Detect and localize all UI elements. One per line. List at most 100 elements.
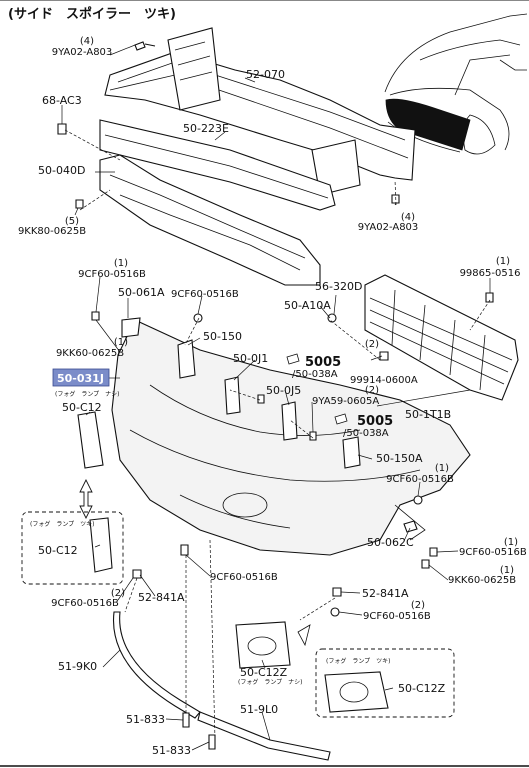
callout-qty: (1) [500, 565, 514, 576]
callout-header: (フォグ ランプ ツキ) [326, 657, 391, 665]
car-location-illustration [384, 13, 528, 155]
callout-9cf60-0516b-g[interactable]: (2) 9CF60-0516B [363, 600, 431, 622]
fog-cover-50-c12-fog [89, 517, 113, 573]
under-strip-51-9k0 [112, 611, 201, 719]
callout-52-841a-left[interactable]: 52-841A [138, 591, 185, 604]
callout-99914-0600a[interactable]: (2) 99914-0600A [350, 339, 418, 386]
page-title: (サイド スポイラー ツキ) [8, 6, 176, 22]
callout-9kk60-0625b-a[interactable]: (1) 9KK60-0625B [56, 337, 128, 359]
callout-9cf60-0516b-f[interactable]: (2) 9CF60-0516B [51, 588, 125, 609]
callout-code: 99865-0516 [460, 268, 521, 279]
callout-99865-0516[interactable]: (1) 99865-0516 [460, 256, 521, 279]
callout-9ya02-a803-right[interactable]: (4) 9YA02-A803 [358, 212, 419, 233]
arrow-icon [297, 624, 311, 647]
callout-code: 9KK60-0625B [448, 575, 516, 586]
callout-50-0j5[interactable]: 50-0J5 [266, 384, 301, 397]
callout-qty: (2) [411, 600, 425, 611]
callout-9ya02-a803-top[interactable]: (4) 9YA02-A803 [52, 36, 113, 58]
callout-code: 9CF60-0516B [51, 598, 119, 609]
callout-9kk80-0625b[interactable]: (5) 9KK80-0625B [18, 216, 86, 237]
callout-50-040d[interactable]: 50-040D [38, 164, 85, 177]
callout-qty: (4) [80, 36, 94, 47]
callout-50-a10a[interactable]: 50-A10A [284, 299, 331, 312]
callout-50-150a[interactable]: 50-150A [376, 452, 423, 465]
bracket-50-150 [177, 339, 196, 379]
callout-52-841a-right[interactable]: 52-841A [362, 587, 409, 600]
callout-qty: (1) [504, 537, 518, 548]
clip-icon [286, 353, 300, 365]
fog-bezel-50-c12z [235, 621, 291, 669]
callout-header: (フォグ ランプ ツキ) [30, 520, 95, 528]
bracket-50-0j1 [224, 376, 241, 415]
callout-51-9k0[interactable]: 51-9K0 [58, 660, 97, 673]
callout-52-070[interactable]: 52-070 [246, 68, 285, 81]
callout-qty: (1) [114, 258, 128, 269]
callout-9kk60-0625b-b[interactable]: (1) 9KK60-0625B [448, 565, 516, 586]
highlight-box [52, 368, 110, 387]
callout-qty: (1) [114, 337, 128, 348]
callout-code: 9YA59-0605A [312, 396, 379, 407]
callout-code: 9CF60-0516B [78, 269, 146, 280]
callout-qty: (2) [365, 339, 379, 350]
callout-code: /50-038A [343, 428, 389, 439]
callout-code: 9KK80-0625B [18, 226, 86, 237]
callout-qty: (2) [111, 588, 125, 599]
callout-code: 99914-0600A [350, 375, 418, 386]
energy-absorber [99, 119, 336, 211]
callout-9cf60-0516b-a[interactable]: (1) 9CF60-0516B [78, 258, 146, 280]
callout-code: 50-C12Z [240, 666, 288, 679]
callout-50-0j1[interactable]: 50-0J1 [233, 352, 268, 365]
callout-sub: (フォグ ランプ ナシ) [238, 678, 303, 686]
callout-5005-b[interactable]: 5005 /50-038A [334, 413, 393, 439]
fog-bezel-50-c12z-fog [324, 671, 389, 713]
fog-lamp-option-box-right [315, 648, 455, 718]
callout-50-1t1b[interactable]: 50-1T1B [405, 408, 451, 421]
callout-51-833-bottom[interactable]: 51-833 [152, 744, 191, 757]
bracket-50-150a [342, 436, 361, 469]
callout-code: 9YA02-A803 [52, 47, 113, 58]
callout-code: 9YA02-A803 [358, 222, 419, 233]
bracket-50-061a [121, 317, 141, 338]
leader-lines [61, 44, 491, 751]
callout-9cf60-0516b-b[interactable]: 9CF60-0516B [171, 289, 239, 300]
callout-51-833-top[interactable]: 51-833 [126, 713, 165, 726]
callout-68-ac3[interactable]: 68-AC3 [42, 94, 82, 107]
callout-code: 50-C12 [38, 544, 78, 557]
callout-5005-a[interactable]: 5005 /50-038A [286, 353, 341, 380]
callout-50-150[interactable]: 50-150 [203, 330, 242, 343]
callout-50-c12[interactable]: 50-C12 [62, 401, 102, 414]
callout-num: 5005 [305, 355, 341, 370]
callout-code: 9CF60-0516B [386, 474, 454, 485]
callout-9cf60-0516b-e[interactable]: 9CF60-0516B [210, 572, 278, 583]
callout-qty: (4) [401, 212, 415, 223]
bumper-reinforcement [104, 27, 416, 196]
lower-grille [364, 274, 519, 401]
callout-num: 5005 [357, 414, 393, 429]
interchange-arrow-icon [79, 478, 93, 520]
callout-9ya59-0605a[interactable]: (2) 9YA59-0605A [312, 385, 379, 407]
callout-50-c12-fog[interactable]: (フォグ ランプ ツキ) 50-C12 [30, 520, 95, 557]
callout-50-062c[interactable]: 50-062C [367, 536, 414, 549]
callout-9cf60-0516b-d[interactable]: (1) 9CF60-0516B [459, 537, 527, 558]
callout-code: 50-031J [57, 372, 104, 385]
fog-cover-50-c12 [77, 411, 104, 469]
callout-50-c12z-fog[interactable]: (フォグ ランプ ツキ) 50-C12Z [326, 657, 446, 695]
guide-lines [64, 129, 491, 741]
callout-51-9l0[interactable]: 51-9L0 [240, 703, 278, 716]
callout-50-c12z[interactable]: 50-C12Z (フォグ ランプ ナシ) [238, 666, 303, 686]
callout-56-320d[interactable]: 56-320D [315, 280, 362, 293]
callout-9cf60-0516b-c[interactable]: (1) 9CF60-0516B [386, 463, 454, 485]
callout-code: 9KK60-0625B [56, 348, 124, 359]
callout-qty: (1) [496, 256, 510, 267]
callout-code: /50-038A [292, 369, 338, 380]
fog-lamp-option-box-left [21, 511, 124, 585]
callout-50-223e[interactable]: 50-223E [183, 122, 229, 135]
callout-qty: (5) [65, 216, 79, 227]
callout-code: 50-C12Z [398, 682, 446, 695]
callout-qty: (2) [365, 385, 379, 396]
callout-50-031j[interactable]: 50-031J (フォグ ランプ ナシ) [52, 368, 120, 398]
callout-code: 9CF60-0516B [363, 611, 431, 622]
callout-50-061a[interactable]: 50-061A [118, 286, 165, 299]
callout-code: 9CF60-0516B [459, 547, 527, 558]
